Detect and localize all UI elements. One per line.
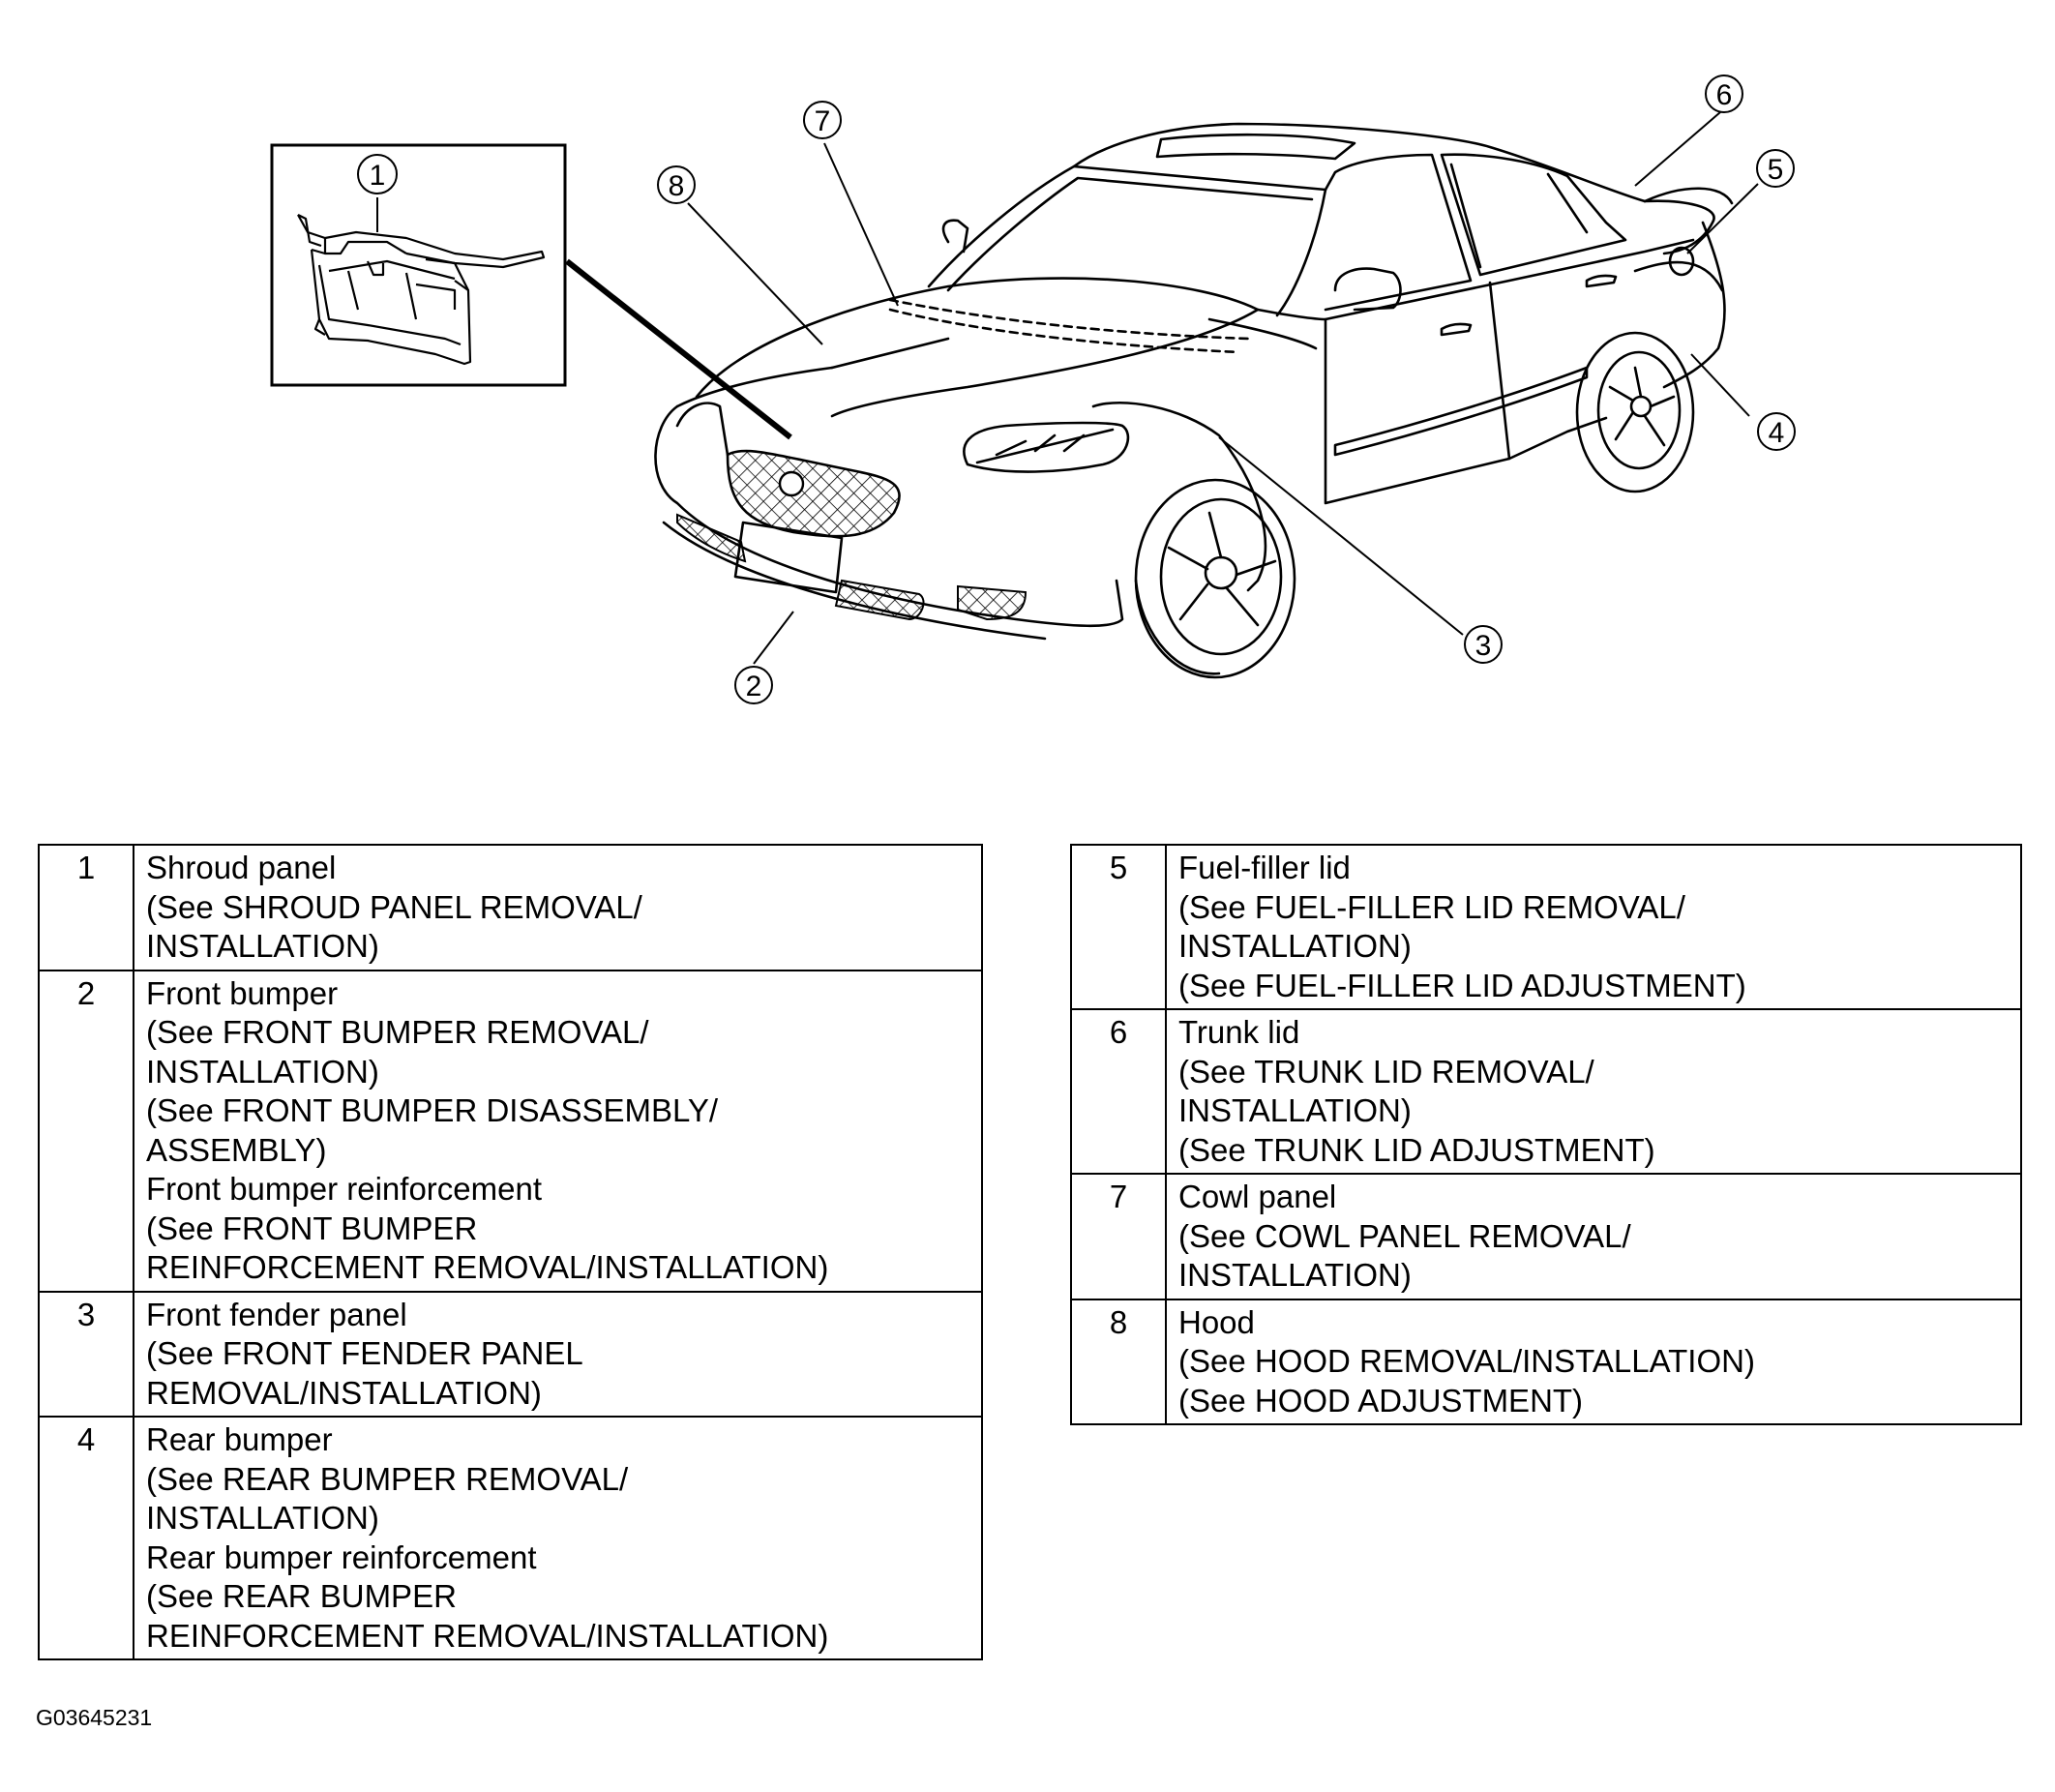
part-reference: (See TRUNK LID ADJUSTMENT) — [1178, 1131, 1655, 1168]
part-name: Trunk lid — [1178, 1014, 1300, 1050]
callout-3: 3 — [1475, 630, 1492, 662]
part-reference: INSTALLATION) — [146, 1053, 379, 1090]
lower-grille-center — [834, 579, 925, 621]
part-number: 1 — [38, 844, 134, 971]
callout-5: 5 — [1768, 154, 1784, 186]
callout-1: 1 — [370, 160, 386, 192]
part-name: Cowl panel — [1178, 1179, 1337, 1214]
part-reference: INSTALLATION) — [1178, 928, 1412, 964]
part-number: 8 — [1070, 1298, 1167, 1425]
part-name: Rear bumper — [146, 1421, 333, 1457]
part-reference: (See REAR BUMPER — [146, 1578, 457, 1614]
callout-6: 6 — [1716, 79, 1733, 111]
part-reference: INSTALLATION) — [146, 928, 379, 964]
part-number: 4 — [38, 1416, 134, 1660]
part-description: Cowl panel(See COWL PANEL REMOVAL/INSTAL… — [1165, 1173, 2022, 1300]
part-reference: (See REAR BUMPER REMOVAL/ — [146, 1460, 629, 1497]
leader-lines — [687, 111, 1759, 665]
part-description: Hood(See HOOD REMOVAL/INSTALLATION)(See … — [1165, 1298, 2022, 1425]
part-description: Trunk lid(See TRUNK LID REMOVAL/INSTALLA… — [1165, 1008, 2022, 1175]
part-reference: Front bumper reinforcement — [146, 1171, 543, 1207]
part-reference: INSTALLATION) — [146, 1500, 379, 1536]
part-reference: (See TRUNK LID REMOVAL/ — [1178, 1053, 1594, 1090]
callout-8-marker: 8 — [657, 165, 696, 204]
part-description: Shroud panel(See SHROUD PANEL REMOVAL/IN… — [133, 844, 983, 971]
part-number: 2 — [38, 969, 134, 1293]
part-number: 7 — [1070, 1173, 1167, 1300]
part-name: Front fender panel — [146, 1296, 407, 1332]
part-reference: (See FRONT BUMPER DISASSEMBLY/ — [146, 1092, 719, 1128]
part-reference: (See HOOD REMOVAL/INSTALLATION) — [1178, 1343, 1755, 1379]
part-name: Hood — [1178, 1303, 1255, 1340]
callout-6-marker: 6 — [1705, 75, 1743, 113]
part-reference: Rear bumper reinforcement — [146, 1538, 537, 1575]
part-reference: INSTALLATION) — [1178, 1257, 1412, 1293]
part-reference: INSTALLATION) — [1178, 1092, 1412, 1128]
callout-8: 8 — [669, 170, 685, 202]
part-reference: (See FUEL-FILLER LID REMOVAL/ — [1178, 888, 1685, 925]
part-name: Fuel-filler lid — [1178, 850, 1351, 885]
callout-2-marker: 2 — [734, 666, 773, 704]
callout-2: 2 — [746, 671, 762, 702]
car-body-diagram: 1 — [270, 75, 1796, 704]
part-reference: ASSEMBLY) — [146, 1131, 327, 1168]
figure-code: G03645231 — [36, 1705, 153, 1730]
part-reference: REINFORCEMENT REMOVAL/INSTALLATION) — [146, 1617, 829, 1654]
part-reference: (See COWL PANEL REMOVAL/ — [1178, 1217, 1631, 1254]
part-number: 5 — [1070, 844, 1167, 1010]
part-name: Front bumper — [146, 974, 339, 1011]
part-name: Shroud panel — [146, 850, 337, 885]
part-description: Fuel-filler lid(See FUEL-FILLER LID REMO… — [1165, 844, 2022, 1010]
callout-4: 4 — [1769, 417, 1785, 449]
part-number: 3 — [38, 1290, 134, 1418]
callout-7: 7 — [815, 105, 831, 137]
part-number: 6 — [1070, 1008, 1167, 1175]
car-outline — [654, 122, 1734, 679]
shroud-panel-inset: 1 — [270, 143, 567, 387]
inset-leader-line — [565, 258, 792, 440]
part-reference: (See SHROUD PANEL REMOVAL/ — [146, 888, 642, 925]
part-reference: (See HOOD ADJUSTMENT) — [1178, 1382, 1584, 1419]
part-description: Rear bumper(See REAR BUMPER REMOVAL/INST… — [133, 1416, 983, 1660]
lower-grille-right — [957, 584, 1028, 621]
callout-3-marker: 3 — [1464, 625, 1503, 664]
part-reference: (See FRONT BUMPER — [146, 1210, 478, 1246]
callout-7-marker: 7 — [803, 101, 842, 139]
part-reference: REINFORCEMENT REMOVAL/INSTALLATION) — [146, 1249, 829, 1285]
part-description: Front bumper(See FRONT BUMPER REMOVAL/IN… — [133, 969, 983, 1293]
part-reference: REMOVAL/INSTALLATION) — [146, 1374, 542, 1411]
lower-grille-left — [676, 513, 747, 563]
callout-4-marker: 4 — [1757, 412, 1796, 451]
part-reference: (See FRONT BUMPER REMOVAL/ — [146, 1014, 649, 1050]
front-grille — [726, 449, 901, 538]
callout-5-marker: 5 — [1756, 149, 1795, 188]
part-reference: (See FRONT FENDER PANEL — [146, 1335, 583, 1371]
part-description: Front fender panel(See FRONT FENDER PANE… — [133, 1290, 983, 1418]
part-reference: (See FUEL-FILLER LID ADJUSTMENT) — [1178, 967, 1746, 1003]
